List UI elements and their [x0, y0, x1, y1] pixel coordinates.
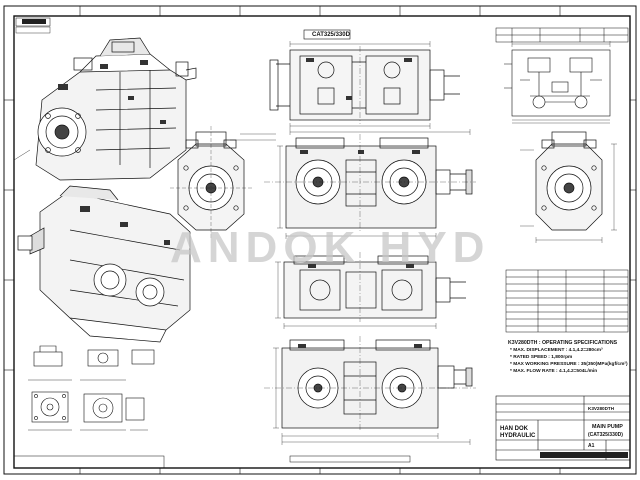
isometric-pump-view-top [13, 37, 197, 181]
frame-ticks [4, 6, 636, 474]
spec-title: K3V280DTH : OPERATING SPECIFICATIONS [508, 340, 618, 346]
company-name: HAN DOK [500, 426, 529, 432]
product-variant: (CAT325/330D) [588, 432, 623, 438]
hydraulic-circuit-diagram [504, 49, 611, 117]
sheet-size: A1 [588, 443, 595, 449]
inner-frame [13, 15, 631, 469]
top-view-dimensions [289, 41, 471, 135]
spec-line: * MAX. FLOW RATE : 4.1,4.2=504L/min [510, 368, 597, 374]
product-name: MAIN PUMP [592, 424, 623, 430]
spec-line: * MAX WORKING PRESSURE : 35(350)MPa(kgf/… [510, 361, 628, 367]
bottom-strip [13, 455, 411, 469]
end-view-right-dimensions [520, 143, 617, 243]
pump-end-view-left [170, 126, 252, 240]
specification-table [505, 269, 629, 333]
pump-top-view [269, 49, 460, 121]
product-model: K3V280DTH [588, 406, 615, 411]
operating-specifications: K3V280DTH : OPERATING SPECIFICATIONS * M… [508, 340, 628, 374]
pump-end-view-right [535, 131, 603, 231]
pump-front-view [285, 137, 473, 229]
detail-views [28, 345, 155, 431]
side-view-dimensions [275, 261, 437, 329]
company-name-line2: HYDRAULIC [500, 433, 536, 439]
view-label: CAT325/330D [312, 32, 351, 38]
watermark-text: ANDOK HYD [170, 223, 490, 272]
title-block [495, 395, 631, 461]
pump-bottom-view [281, 339, 473, 429]
center-lines [264, 46, 476, 432]
top-left-title-stub [15, 17, 51, 34]
bottom-view-dimensions [273, 347, 471, 445]
front-view-dimensions [230, 133, 437, 239]
spec-line: * MAX. DISPLACEMENT : 4.1,4.2=280cm³ [510, 347, 603, 353]
revision-table [495, 27, 629, 43]
isometric-pump-view-bottom [17, 185, 191, 343]
view-label-box [303, 29, 351, 40]
spec-line: * RATED SPEED : 1,800rpm [510, 354, 572, 360]
